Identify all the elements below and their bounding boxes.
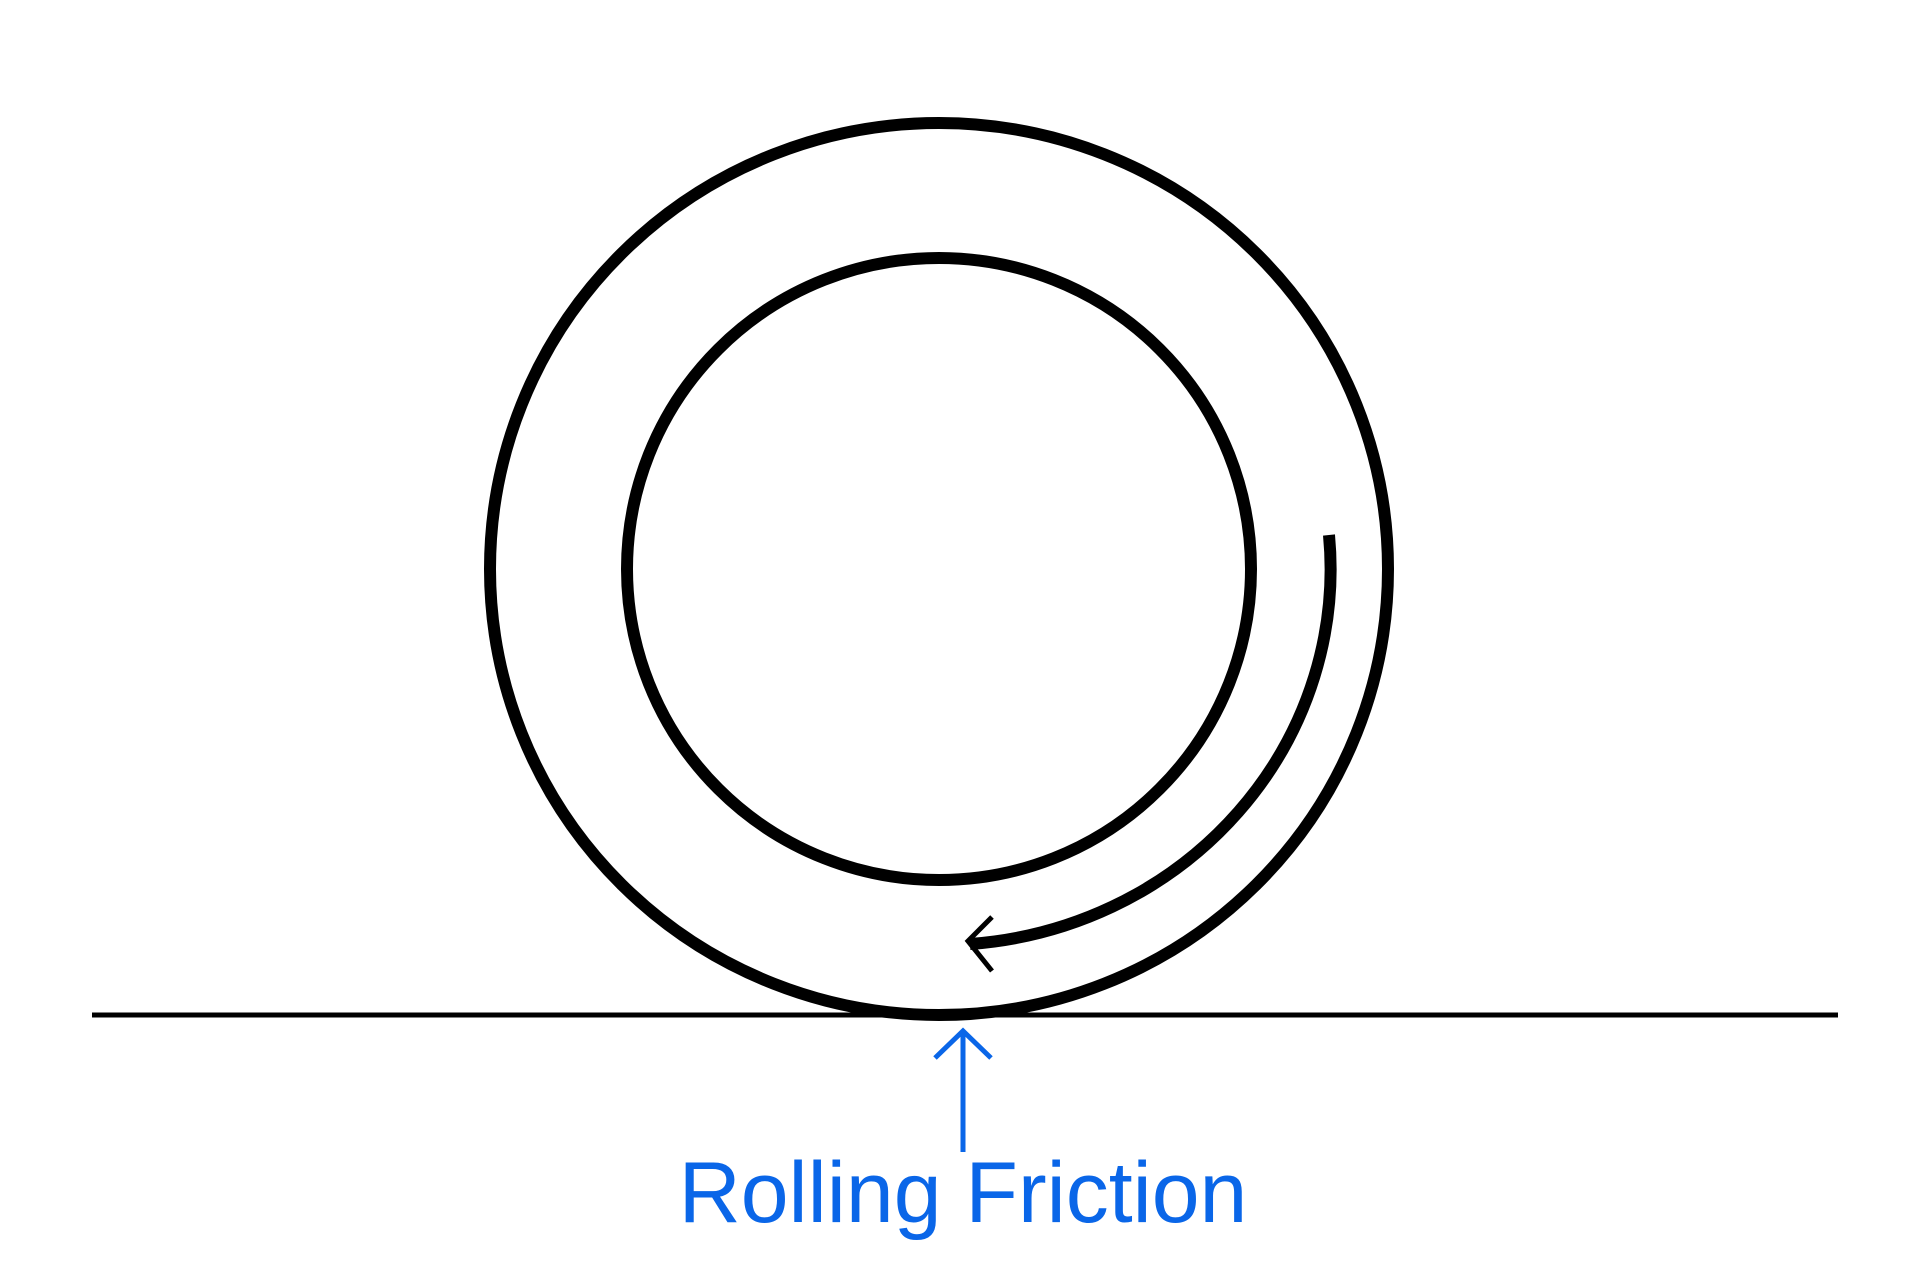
rolling-friction-label: Rolling Friction <box>679 1145 1248 1241</box>
rotation-arrow <box>969 534 1337 950</box>
friction-arrowhead <box>933 1027 993 1060</box>
rotation-arrowhead <box>964 915 994 973</box>
inner-wheel <box>621 252 1257 886</box>
outer-wheel <box>484 117 1394 1021</box>
